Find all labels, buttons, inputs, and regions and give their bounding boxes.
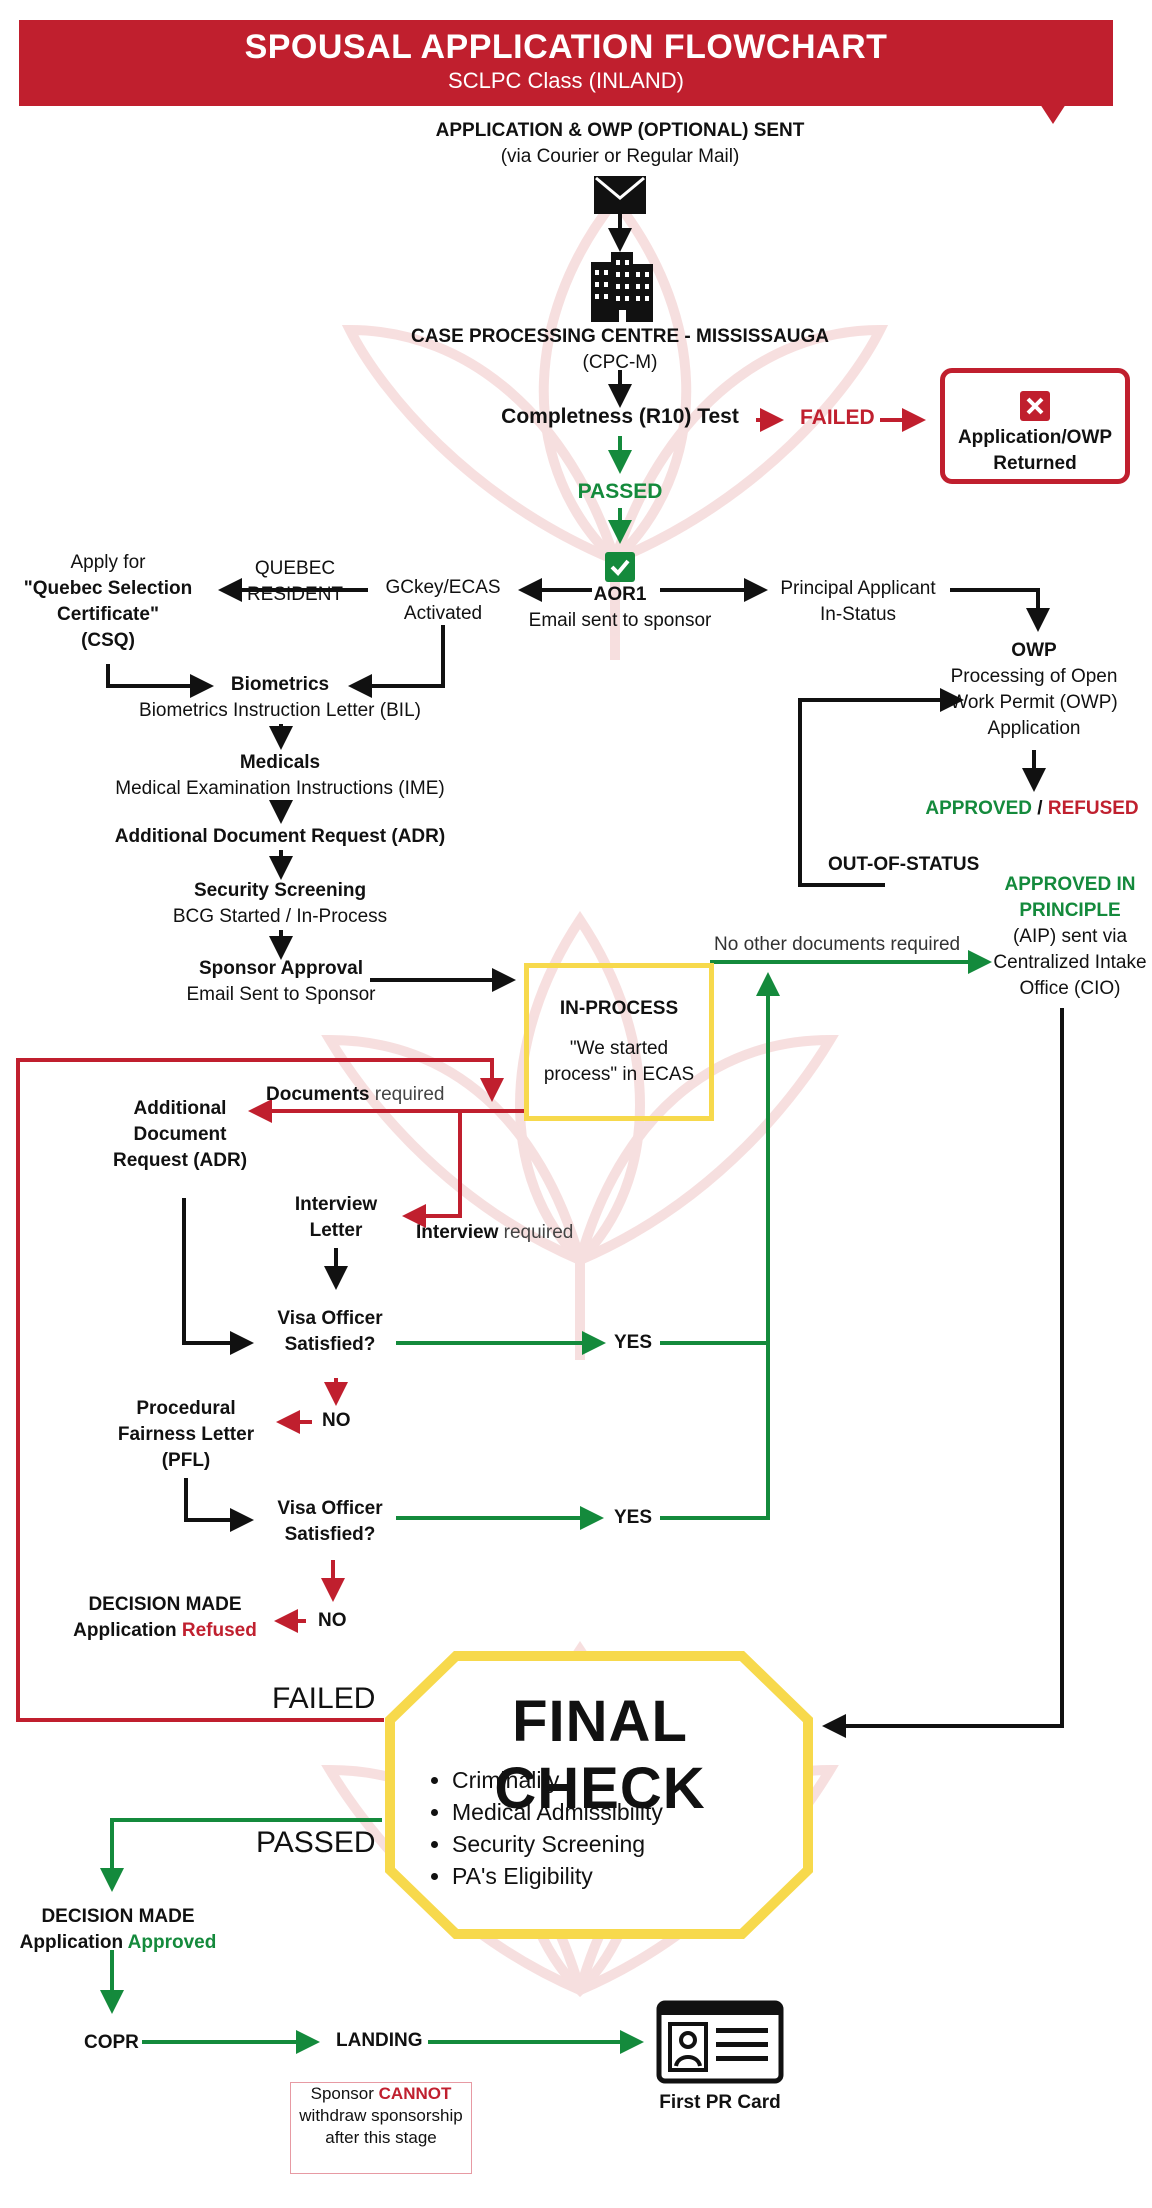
adr-step-label: Additional Document Request (ADR) bbox=[114, 826, 446, 847]
r10-passed-label: PASSED bbox=[577, 480, 663, 503]
owp-title: OWP bbox=[1011, 640, 1057, 661]
medicals-node: Medicals Medical Examination Instruction… bbox=[90, 750, 470, 802]
sponsor-note-box: Sponsor CANNOT withdraw sponsorship afte… bbox=[290, 2082, 472, 2174]
interview-required-label: Interview required bbox=[416, 1220, 573, 1246]
medicals-title: Medicals bbox=[239, 752, 321, 773]
aor-sub: Email sent to sponsor bbox=[528, 610, 712, 631]
aip-title: APPROVED IN PRINCIPLE bbox=[1004, 874, 1136, 921]
security-sub: BCG Started / In-Process bbox=[172, 906, 388, 927]
pfl-label: Procedural Fairness Letter (PFL) bbox=[117, 1398, 255, 1471]
final-check-list: Criminality Medical Admissibility Securi… bbox=[428, 1764, 663, 1892]
owp-node: OWP Processing of Open Work Permit (OWP)… bbox=[942, 638, 1126, 742]
decision-refused-word: Refused bbox=[181, 1620, 257, 1641]
csq-apply-for: Apply for bbox=[70, 552, 146, 573]
gckey-label: GCkey/ECAS Activated bbox=[385, 577, 501, 624]
decision-refused-title: DECISION MADE bbox=[88, 1594, 242, 1615]
principal-applicant-label: Principal Applicant In-Status bbox=[780, 578, 936, 625]
sponsor-title: Sponsor Approval bbox=[199, 958, 363, 979]
owp-sub: Processing of Open Work Permit (OWP) App… bbox=[950, 666, 1118, 739]
application-sent-node: APPLICATION & OWP (OPTIONAL) SENT (via C… bbox=[360, 118, 880, 170]
decision-refused-node: DECISION MADE Application Refused bbox=[60, 1592, 270, 1644]
no-docs-label: No other documents required bbox=[714, 934, 961, 955]
csq-abbr: (CSQ) bbox=[81, 630, 135, 651]
documents-required-label: Documents required bbox=[266, 1082, 444, 1108]
page-subtitle: SCLPC Class (INLAND) bbox=[448, 68, 684, 93]
security-screening-node: Security Screening BCG Started / In-Proc… bbox=[120, 878, 440, 930]
application-sent-title: APPLICATION & OWP (OPTIONAL) SENT bbox=[435, 120, 805, 141]
biometrics-sub: Biometrics Instruction Letter (BIL) bbox=[139, 700, 421, 721]
office-building-icon bbox=[591, 252, 653, 322]
documents-bold: Documents bbox=[266, 1084, 370, 1105]
in-process-quote: "We started process" in ECAS bbox=[543, 1038, 695, 1085]
final-check-item: Criminality bbox=[452, 1764, 663, 1796]
aor-node: AOR1 Email sent to sponsor bbox=[510, 582, 730, 634]
r10-test-label: Completness (R10) Test bbox=[501, 405, 739, 428]
in-process-box: IN-PROCESS "We started process" in ECAS bbox=[524, 963, 714, 1121]
pr-card-icon bbox=[656, 2000, 784, 2084]
owp-refused: REFUSED bbox=[1047, 798, 1139, 819]
decision-approved-word: Approved bbox=[127, 1932, 217, 1953]
cpc-node: CASE PROCESSING CENTRE - MISSISSAUGA (CP… bbox=[380, 324, 860, 376]
yes-2-label: YES bbox=[614, 1507, 653, 1528]
page-title: SPOUSAL APPLICATION FLOWCHART bbox=[244, 28, 888, 66]
medicals-sub: Medical Examination Instructions (IME) bbox=[115, 778, 445, 799]
landing-label: LANDING bbox=[336, 2030, 423, 2051]
owp-decision: APPROVED / REFUSED bbox=[900, 796, 1152, 822]
decision-approved-node: DECISION MADE Application Approved bbox=[8, 1904, 228, 1956]
final-check-item: PA's Eligibility bbox=[452, 1860, 663, 1892]
sponsor-sub: Email Sent to Sponsor bbox=[186, 984, 376, 1005]
application-returned-box: Application/OWP Returned bbox=[940, 368, 1130, 484]
checkmark-icon bbox=[605, 552, 635, 582]
csq-node: Apply for "Quebec Selection Certificate"… bbox=[16, 550, 200, 654]
security-title: Security Screening bbox=[193, 880, 367, 901]
note-cannot: CANNOT bbox=[378, 2084, 452, 2103]
adr-branch-label: Additional Document Request (ADR) bbox=[112, 1098, 248, 1171]
decision-approved-title: DECISION MADE bbox=[41, 1906, 195, 1927]
final-check-title: FINAL CHECK bbox=[494, 1689, 706, 1821]
note-pre: Sponsor bbox=[310, 2084, 379, 2103]
close-icon bbox=[1020, 391, 1050, 421]
no-2-label: NO bbox=[318, 1610, 347, 1631]
header-banner: SPOUSAL APPLICATION FLOWCHART SCLPC Clas… bbox=[19, 20, 1113, 106]
envelope-icon bbox=[594, 176, 646, 214]
final-failed-label: FAILED bbox=[272, 1682, 376, 1715]
application-sent-sub: (via Courier or Regular Mail) bbox=[500, 146, 740, 167]
aor-title: AOR1 bbox=[593, 584, 647, 605]
documents-rest: required bbox=[369, 1084, 445, 1105]
owp-approved: APPROVED bbox=[925, 798, 1032, 819]
visa-officer-2-label: Visa Officer Satisfied? bbox=[277, 1498, 383, 1545]
final-check-octagon bbox=[385, 1651, 813, 1939]
out-of-status-label: OUT-OF-STATUS bbox=[828, 854, 980, 875]
sponsor-approval-node: Sponsor Approval Email Sent to Sponsor bbox=[140, 956, 422, 1008]
banner-tail bbox=[1040, 104, 1066, 124]
decision-approved-app: Application bbox=[19, 1932, 128, 1953]
csq-title: "Quebec Selection Certificate" bbox=[23, 578, 193, 625]
final-check-item: Medical Admissibility bbox=[452, 1796, 663, 1828]
final-passed-label: PASSED bbox=[256, 1826, 376, 1859]
aip-sub: (AIP) sent via Centralized Intake Office… bbox=[993, 926, 1147, 999]
r10-failed-label: FAILED bbox=[800, 406, 875, 429]
owp-slash: / bbox=[1032, 798, 1048, 819]
note-rest: withdraw sponsorship after this stage bbox=[299, 2106, 463, 2147]
cpc-title: CASE PROCESSING CENTRE - MISSISSAUGA bbox=[410, 326, 830, 347]
interview-letter-label: Interview Letter bbox=[294, 1194, 378, 1241]
interview-rest: required bbox=[498, 1222, 574, 1243]
cpc-sub: (CPC-M) bbox=[582, 352, 658, 373]
interview-bold: Interview bbox=[416, 1222, 499, 1243]
aip-node: APPROVED IN PRINCIPLE (AIP) sent via Cen… bbox=[988, 872, 1152, 1002]
decision-refused-app: Application bbox=[73, 1620, 182, 1641]
application-returned-label: Application/OWP Returned bbox=[957, 427, 1113, 474]
biometrics-title: Biometrics bbox=[230, 674, 330, 695]
biometrics-node: Biometrics Biometrics Instruction Letter… bbox=[100, 672, 460, 724]
yes-1-label: YES bbox=[614, 1332, 653, 1353]
no-1-label: NO bbox=[322, 1410, 351, 1431]
quebec-resident-label: QUEBEC RESIDENT bbox=[246, 558, 344, 605]
copr-label: COPR bbox=[84, 2032, 139, 2053]
in-process-title: IN-PROCESS bbox=[559, 998, 679, 1019]
final-check-item: Security Screening bbox=[452, 1828, 663, 1860]
visa-officer-1-label: Visa Officer Satisfied? bbox=[277, 1308, 383, 1355]
pr-card-label: First PR Card bbox=[659, 2092, 781, 2113]
